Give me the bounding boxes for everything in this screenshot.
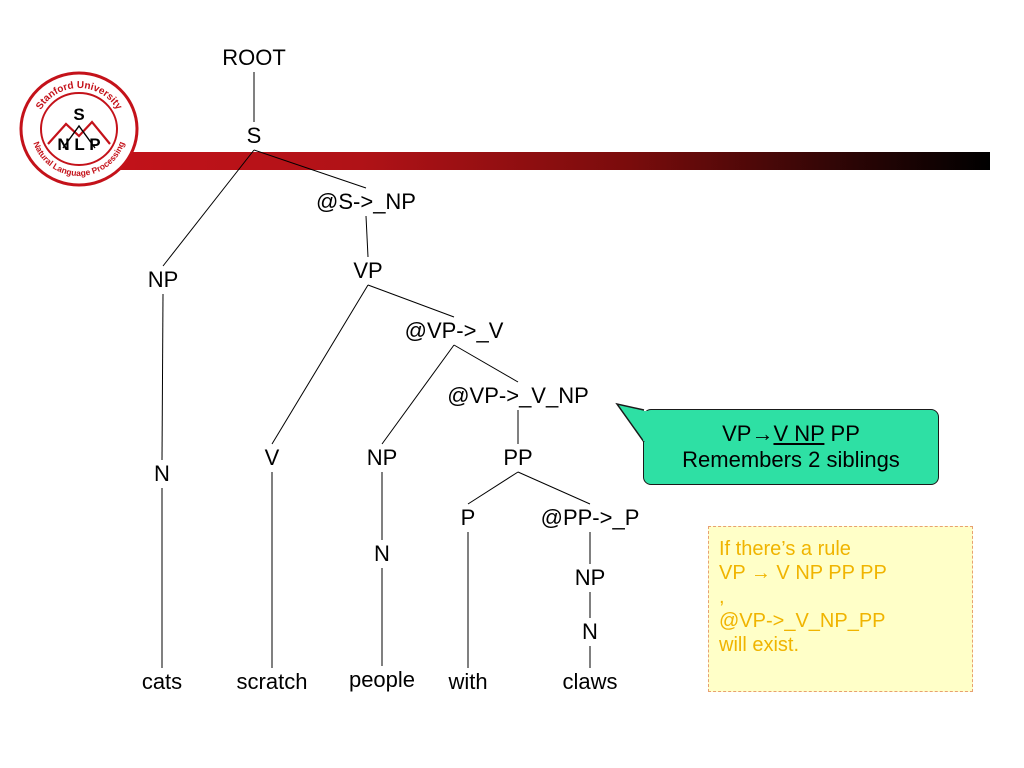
tree-node-np-1: NP (147, 267, 179, 292)
note-line-5: will exist. (719, 634, 800, 656)
tree-node-word-with: with (448, 669, 488, 694)
tree-edge-s-s-np-bin (253, 149, 367, 189)
tree-node-word-cats: cats (141, 669, 183, 694)
tree-node-v: V (264, 445, 280, 470)
tree-edge-vp-v-bin-np-2 (381, 344, 455, 445)
note-line-1: If there’s a rule (719, 538, 851, 560)
callout-rule-rhs-underlined: V NP (773, 421, 825, 446)
logo-center-nlp: N L P (57, 135, 100, 154)
header-gradient-bar (90, 152, 990, 170)
tree-node-word-scratch: scratch (236, 669, 308, 694)
note-line-3: , (719, 586, 725, 608)
callout-rule-rhs-rest: PP (824, 421, 860, 446)
tree-node-np-3: NP (574, 565, 606, 590)
logo-center-s: S (73, 105, 84, 124)
tree-node-n-2: N (374, 541, 390, 566)
tree-edge-pp-pp-p-bin (517, 471, 591, 505)
tree-node-s: S (246, 123, 262, 148)
tree-node-word-people: people (348, 667, 416, 692)
tree-node-s-np-bin: @S->_NP (316, 189, 416, 214)
tree-edge-vp-v-bin-vp-v-np-bin (453, 344, 519, 383)
tree-node-pp: PP (503, 445, 533, 470)
tree-edge-s-np-bin-vp (365, 215, 369, 258)
callout-pointer (615, 402, 648, 443)
note-line-2: VP → V NP PP PP (719, 562, 887, 584)
tree-node-vp-v-bin: @VP->_V (404, 318, 504, 343)
stanford-nlp-logo: Stanford University Natural Language Pro… (19, 71, 139, 187)
tree-edge-s-np-1 (162, 149, 255, 267)
tree-node-n-1: N (154, 461, 170, 486)
callout-caption: Remembers 2 siblings (682, 447, 900, 472)
tree-edge-vp-vp-v-bin (367, 284, 455, 318)
tree-node-word-claws: claws (562, 669, 618, 694)
tree-edge-np-1-n-1 (161, 293, 164, 461)
tree-node-root: ROOT (222, 45, 286, 70)
arrow-icon: → (751, 421, 774, 446)
note-box: If there’s a rule VP → V NP PP PP , @VP-… (708, 526, 973, 692)
tree-edge-vp-v (271, 284, 369, 445)
logo-mountain-icon (47, 120, 111, 145)
callout-rule-lhs: VP (722, 421, 752, 446)
tree-edge-pp-p (467, 471, 519, 505)
tree-node-n-3: N (582, 619, 598, 644)
tree-node-pp-p-bin: @PP->_P (540, 505, 640, 530)
callout-box: VP→V NP PP Remembers 2 siblings (643, 409, 939, 485)
callout-rule: VP→V NP PP (644, 421, 938, 447)
tree-node-vp: VP (353, 258, 383, 283)
note-line-4: @VP->_V_NP_PP (719, 610, 886, 632)
tree-node-p: P (460, 505, 476, 530)
tree-node-np-2: NP (366, 445, 398, 470)
tree-node-vp-v-np-bin: @VP->_V_NP (447, 383, 589, 408)
